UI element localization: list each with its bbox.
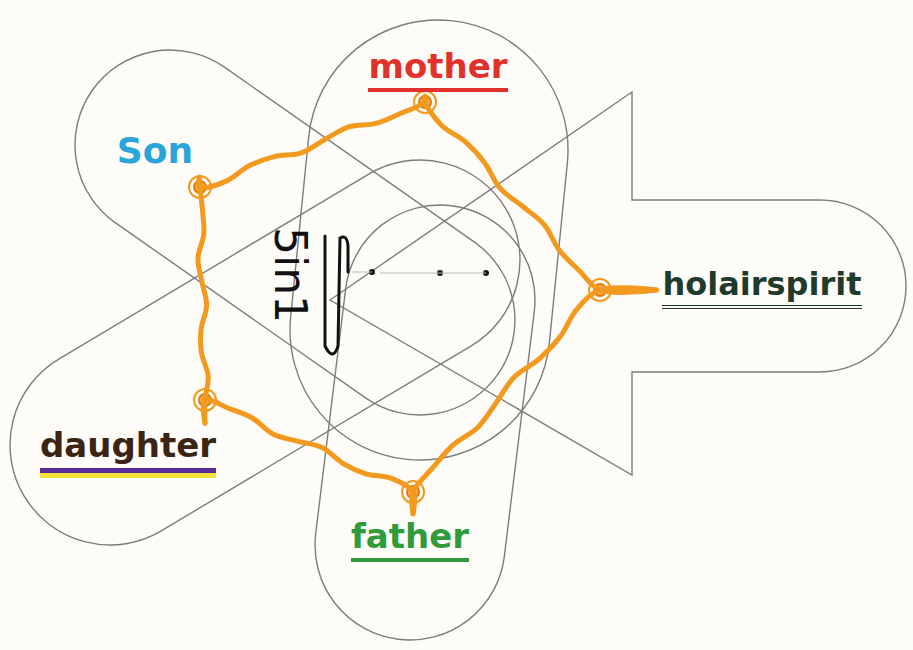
petal-outline (10, 160, 520, 545)
petal-lobes (10, 20, 568, 640)
orange-loop-link (412, 288, 657, 514)
spirit-label: holairspirit (656, 263, 867, 313)
squiggle-mark (325, 236, 348, 354)
parent-label: father (345, 514, 475, 566)
petal-outline (315, 205, 535, 640)
dot-trail (352, 272, 486, 273)
node-text: daughter (40, 427, 216, 472)
petal-outline (290, 20, 568, 460)
child-label: daughter (34, 423, 222, 476)
orange-loop-link (203, 399, 414, 513)
parent-label: mother (362, 44, 513, 96)
arrow-outline (330, 92, 906, 475)
orange-loop-link (425, 96, 657, 292)
center-note: 5in1 (268, 227, 312, 323)
petal-outline (75, 50, 515, 415)
node-text: mother (368, 48, 507, 92)
node-text: holairspirit (662, 267, 861, 309)
orange-loop-link (198, 177, 208, 423)
node-text: father (351, 518, 469, 562)
orange-loop-link (199, 96, 426, 188)
node-text: Son (117, 131, 193, 174)
vertex-rings (189, 91, 611, 503)
child-label: Son (111, 127, 199, 178)
